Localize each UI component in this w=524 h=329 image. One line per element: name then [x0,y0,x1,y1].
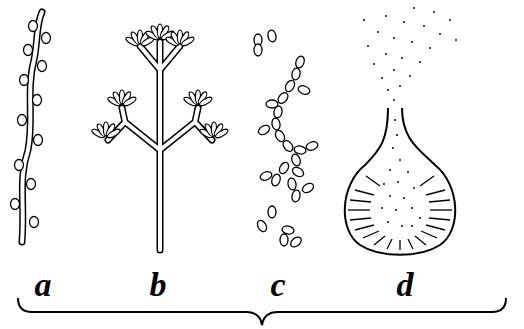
figure-letter: c [270,268,285,302]
figure-letter: d [397,268,414,302]
figure-b [91,24,229,250]
figure-a [11,12,51,242]
figure-letter: a [35,268,52,302]
brace [18,298,506,325]
figure-c [254,29,319,249]
figure-d [345,7,457,255]
figure-letter: b [150,268,167,302]
